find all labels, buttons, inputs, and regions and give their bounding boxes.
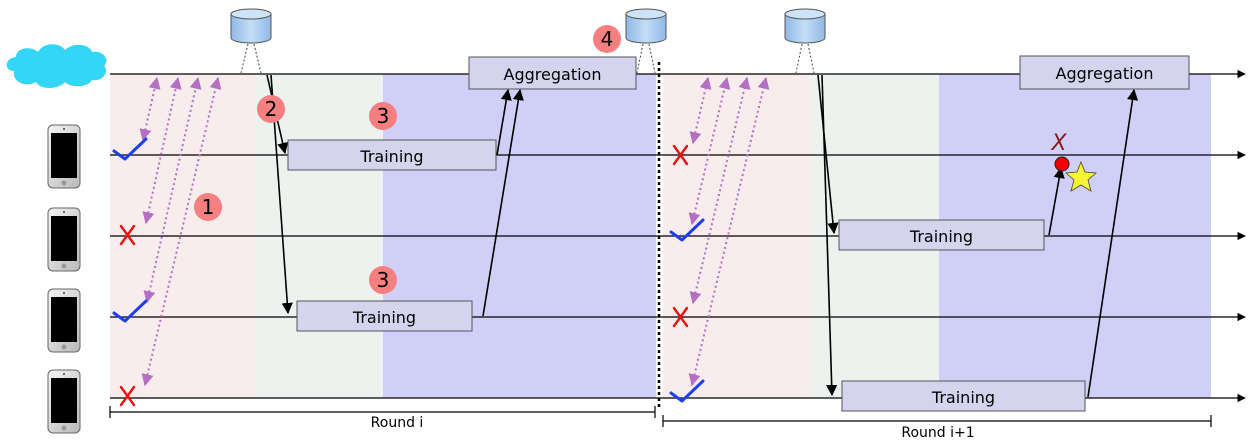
aggregation-label: Aggregation <box>1056 64 1154 83</box>
training-box: Training <box>287 139 497 171</box>
report-arrow <box>482 88 524 317</box>
database-icon <box>625 8 667 44</box>
svg-text:4: 4 <box>601 27 614 51</box>
aggregation-label: Aggregation <box>504 65 602 84</box>
aggregation-box: Aggregation <box>1019 55 1190 90</box>
smartphone-icon <box>47 207 81 272</box>
check-marks <box>112 137 705 403</box>
cross-icon <box>119 385 136 407</box>
configuration-arrow <box>817 74 839 235</box>
step-badge-3: 3 <box>369 266 397 294</box>
step-badge-4: 4 <box>593 25 621 53</box>
training-label: Training <box>352 308 416 327</box>
round-bracket <box>662 415 1212 427</box>
step-badge-1: 1 <box>194 193 222 221</box>
training-label: Training <box>359 147 423 166</box>
smartphone-icon <box>47 124 81 189</box>
report-arrow <box>1048 166 1065 236</box>
configuration-arrow <box>821 74 838 397</box>
cross-icon <box>672 144 689 166</box>
check-icon <box>669 379 705 403</box>
database-icon <box>784 8 826 44</box>
failure-mark: X <box>1050 131 1067 156</box>
check-icon <box>669 218 705 242</box>
step-badge-2: 2 <box>257 95 285 123</box>
cloud-icon <box>6 44 107 88</box>
star-icon <box>1065 160 1097 192</box>
training-box: Training <box>841 380 1086 412</box>
svg-text:1: 1 <box>202 195 215 219</box>
database-icon <box>230 8 272 44</box>
training-label: Training <box>931 388 995 407</box>
check-in-arrows <box>139 76 770 387</box>
report-arrow <box>1087 88 1139 398</box>
report-arrows <box>482 88 1139 398</box>
training-label: Training <box>909 227 973 246</box>
training-box: Training <box>296 300 473 332</box>
round-label: Round i <box>371 415 424 431</box>
check-icon <box>112 137 148 161</box>
smartphone-icon <box>47 369 81 434</box>
round-label: Round i+1 <box>901 425 974 440</box>
round-bracket <box>109 406 656 418</box>
training-box: Training <box>838 219 1045 251</box>
report-arrow <box>496 88 512 156</box>
svg-text:3: 3 <box>377 268 390 292</box>
database-links <box>240 43 815 74</box>
cross-marks <box>119 144 689 407</box>
check-icon <box>112 299 148 323</box>
aggregation-box: Aggregation <box>468 56 637 90</box>
step-badge-3: 3 <box>369 102 397 130</box>
svg-text:2: 2 <box>265 97 278 121</box>
cross-icon <box>672 306 689 328</box>
cross-icon <box>119 224 136 246</box>
failure-dot <box>1054 156 1070 172</box>
svg-text:3: 3 <box>377 104 390 128</box>
smartphone-icon <box>47 288 81 353</box>
